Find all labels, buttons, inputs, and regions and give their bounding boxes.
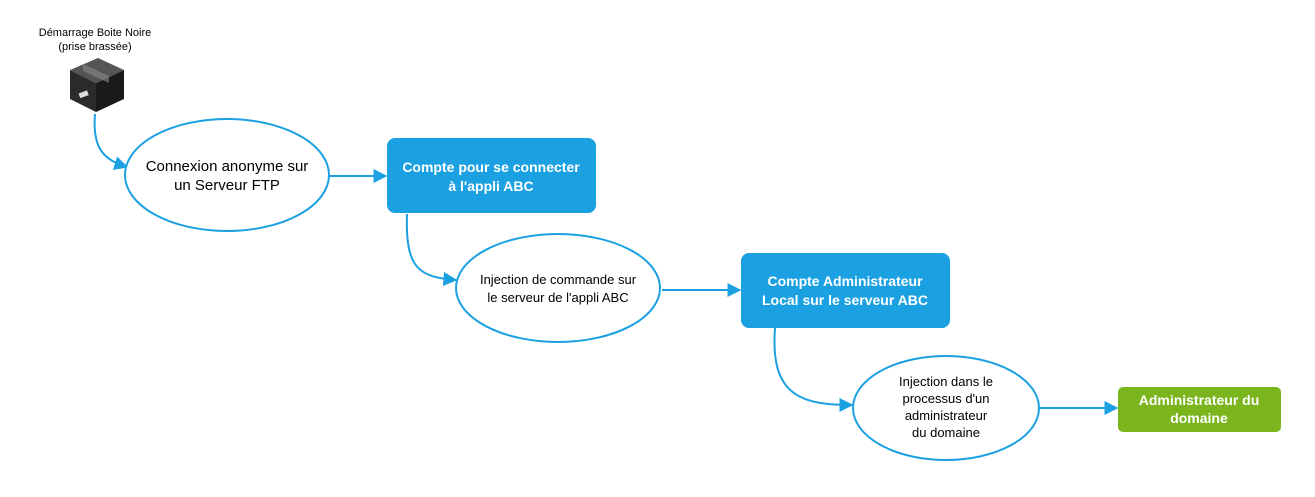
edge-admin-local-to-injection-proc (773, 327, 854, 412)
node-admin-local-line2: Local sur le serveur ABC (762, 292, 928, 308)
node-compte-abc-line1: Compte pour se connecter (402, 159, 580, 175)
node-ftp-connection: Connexion anonyme sur un Serveur FTP (124, 118, 330, 232)
node-injection-processus: Injection dans le processus d'un adminis… (852, 355, 1040, 461)
node-injection-proc-line2: processus d'un (902, 391, 989, 406)
node-admin-local-line1: Compte Administrateur (767, 273, 923, 289)
node-injection-proc-line3: administrateur (905, 408, 988, 423)
node-admin-domaine-line2: domaine (1170, 410, 1228, 426)
black-box-icon (70, 58, 124, 112)
node-admin-local: Compte Administrateur Local sur le serve… (741, 253, 950, 328)
node-injection-proc-line1: Injection dans le (899, 374, 993, 389)
node-admin-domaine-line1: Administrateur du (1139, 392, 1260, 408)
node-admin-domaine: Administrateur du domaine (1118, 387, 1281, 432)
start-label-line2: (prise brassée) (58, 41, 131, 53)
start-label-line1: Démarrage Boite Noire (39, 27, 152, 39)
node-compte-abc-line2: à l'appli ABC (448, 178, 533, 194)
node-injection-cmd-line2: le serveur de l'appli ABC (487, 290, 628, 305)
node-injection-commande: Injection de commande sur le serveur de … (455, 233, 661, 343)
node-injection-proc-line4: du domaine (912, 425, 980, 440)
node-injection-cmd-line1: Injection de commande sur (480, 272, 637, 287)
node-compte-appli-abc: Compte pour se connecter à l'appli ABC (387, 138, 596, 213)
node-ftp-line2: un Serveur FTP (174, 177, 280, 194)
edge-start-to-ftp (93, 113, 129, 170)
edge-compte-abc-to-injection-cmd (405, 213, 458, 286)
node-ftp-line1: Connexion anonyme sur (146, 158, 309, 175)
